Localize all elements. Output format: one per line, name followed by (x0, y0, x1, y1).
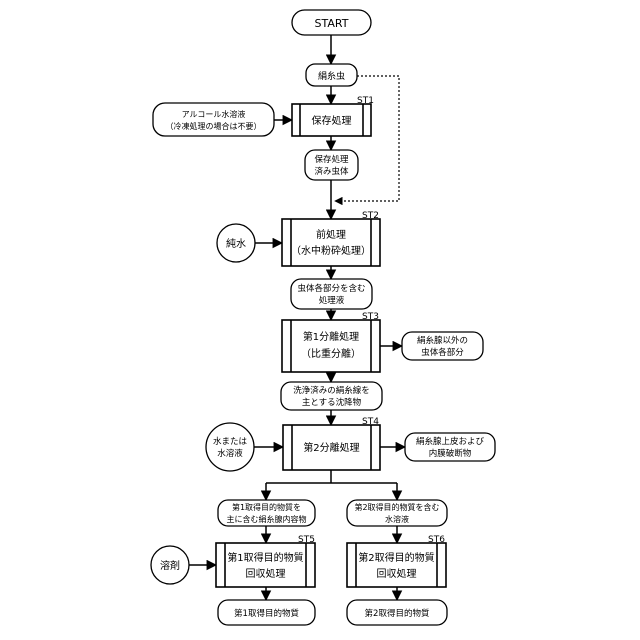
svg-text:第1分離処理: 第1分離処理 (303, 330, 359, 343)
start-terminal: START (292, 10, 371, 35)
svg-text:（水中粉砕処理）: （水中粉砕処理） (291, 244, 371, 257)
silkworm-node: 絹糸虫 (306, 64, 357, 86)
svg-text:第2取得目的物質を含む: 第2取得目的物質を含む (354, 502, 439, 512)
svg-text:（比重分離）: （比重分離） (301, 347, 361, 360)
svg-text:第2取得目的物質: 第2取得目的物質 (358, 551, 434, 564)
svg-text:第2取得目的物質: 第2取得目的物質 (365, 608, 430, 619)
svg-text:済み虫体: 済み虫体 (314, 166, 349, 177)
st4-process: ST4 第2分離処理 (283, 417, 380, 470)
svg-text:第1取得目的物質を: 第1取得目的物質を (232, 502, 301, 512)
svg-text:絹糸虫: 絹糸虫 (318, 70, 345, 82)
svg-text:回収処理: 回収処理 (377, 567, 417, 580)
svg-text:回収処理: 回収処理 (246, 567, 286, 580)
svg-text:保存処理: 保存処理 (312, 114, 352, 127)
svg-text:絹糸腺上皮および: 絹糸腺上皮および (416, 436, 485, 447)
pure-water-node: 純水 (217, 224, 255, 262)
parts-liquid-node: 虫体各部分を含む 処理液 (291, 279, 372, 309)
st5-process: ST5 第1取得目的物質 回収処理 (216, 535, 315, 587)
svg-text:アルコール水溶液: アルコール水溶液 (182, 109, 246, 119)
svg-text:第1取得目的物質: 第1取得目的物質 (227, 551, 303, 564)
svg-text:水溶液: 水溶液 (217, 448, 243, 459)
svg-text:START: START (315, 17, 349, 30)
target1-content-node: 第1取得目的物質を 主に含む絹糸腺内容物 (218, 500, 315, 526)
st1-process: ST1 保存処理 (292, 96, 374, 136)
svg-text:第1取得目的物質: 第1取得目的物質 (234, 608, 299, 619)
svg-text:水または: 水または (213, 436, 248, 447)
svg-text:内膜破断物: 内膜破断物 (429, 448, 472, 459)
svg-text:洗浄済みの絹糸線を: 洗浄済みの絹糸線を (293, 385, 370, 396)
water-or-solution-node: 水または 水溶液 (206, 423, 254, 471)
svg-text:（冷凍処理の場合は不要）: （冷凍処理の場合は不要） (166, 121, 262, 131)
st3-process: ST3 第1分離処理 （比重分離） (282, 312, 380, 372)
svg-text:水溶液: 水溶液 (385, 514, 409, 524)
svg-text:処理液: 処理液 (319, 295, 345, 306)
svg-text:保存処理: 保存処理 (314, 154, 349, 165)
edge-silkworm-bypass (335, 76, 399, 201)
st2-process: ST2 前処理 （水中粉砕処理） (282, 211, 380, 266)
washed-sediment-node: 洗浄済みの絹糸線を 主とする沈降物 (281, 382, 382, 410)
svg-text:虫体各部分を含む: 虫体各部分を含む (297, 283, 365, 294)
target2-solution-node: 第2取得目的物質を含む 水溶液 (347, 500, 447, 526)
svg-text:絹糸腺以外の: 絹糸腺以外の (417, 335, 468, 346)
svg-text:虫体各部分: 虫体各部分 (421, 347, 464, 358)
target1-node: 第1取得目的物質 (218, 600, 315, 625)
solvent-node: 溶剤 (151, 546, 189, 584)
svg-text:主とする沈降物: 主とする沈降物 (302, 397, 362, 408)
st6-process: ST6 第2取得目的物質 回収処理 (347, 535, 446, 587)
svg-text:純水: 純水 (226, 237, 246, 250)
alcohol-solution-node: アルコール水溶液 （冷凍処理の場合は不要） (153, 103, 274, 136)
target2-node: 第2取得目的物質 (347, 600, 447, 625)
svg-text:主に含む絹糸腺内容物: 主に含む絹糸腺内容物 (227, 514, 307, 524)
svg-text:溶剤: 溶剤 (160, 559, 180, 572)
non-gland-parts-node: 絹糸腺以外の 虫体各部分 (402, 332, 483, 360)
svg-text:第2分離処理: 第2分離処理 (303, 441, 359, 454)
gland-epithelium-node: 絹糸腺上皮および 内膜破断物 (405, 433, 495, 461)
svg-text:前処理: 前処理 (316, 228, 346, 241)
preserved-body-node: 保存処理 済み虫体 (305, 150, 358, 180)
